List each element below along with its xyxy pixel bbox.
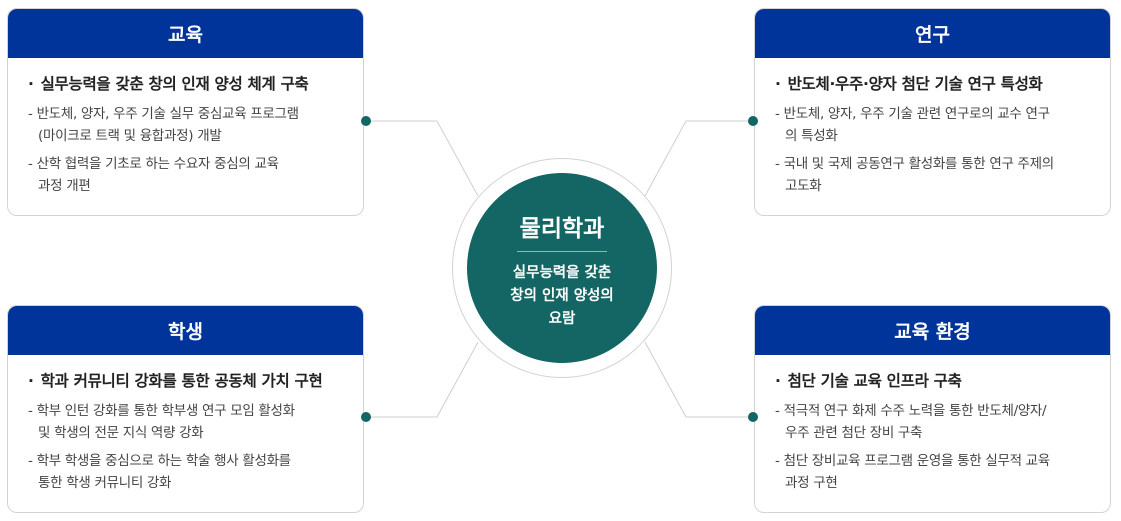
dot-icon (748, 412, 758, 422)
card-item: 산학 협력을 기초로 하는 수요자 중심의 교육 과정 개편 (28, 153, 349, 197)
card-item: 국내 및 국제 공동연구 활성화를 통한 연구 주제의 고도화 (775, 153, 1096, 197)
card-main-point: 첨단 기술 교육 인프라 구축 (775, 369, 1096, 391)
card-item: 반도체, 양자, 우주 기술 관련 연구로의 교수 연구 의 특성화 (775, 103, 1096, 147)
card-item: 적극적 연구 화제 수주 노력을 통한 반도체/양자/ 우주 관련 첨단 장비 … (775, 400, 1096, 444)
card-main-point: 실무능력을 갖춘 창의 인재 양성 체계 구축 (28, 72, 349, 94)
card-research: 연구 반도체·우주·양자 첨단 기술 연구 특성화 반도체, 양자, 우주 기술… (754, 8, 1111, 216)
card-title: 학생 (8, 306, 363, 355)
connector-education (366, 120, 479, 197)
card-main-point: 학과 커뮤니티 강화를 통한 공동체 가치 구현 (28, 369, 349, 391)
card-main-point: 반도체·우주·양자 첨단 기술 연구 특성화 (775, 72, 1096, 94)
card-title: 교육 환경 (755, 306, 1110, 355)
card-title: 연구 (755, 9, 1110, 58)
center-divider (517, 251, 607, 252)
card-title: 교육 (8, 9, 363, 58)
connector-environment (644, 341, 753, 418)
dot-icon (748, 116, 758, 126)
connector-research (644, 120, 753, 197)
card-item: 반도체, 양자, 우주 기술 실무 중심교육 프로그램 (마이크로 트랙 및 융… (28, 103, 349, 147)
card-item: 학부 인턴 강화를 통한 학부생 연구 모임 활성화 및 학생의 전문 지식 역… (28, 400, 349, 444)
center-circle: 물리학과 실무능력을 갖춘 창의 인재 양성의 요람 (467, 173, 657, 363)
card-education: 교육 실무능력을 갖춘 창의 인재 양성 체계 구축 반도체, 양자, 우주 기… (7, 8, 364, 216)
center-subtitle: 실무능력을 갖춘 창의 인재 양성의 요람 (510, 265, 614, 327)
card-students: 학생 학과 커뮤니티 강화를 통한 공동체 가치 구현 학부 인턴 강화를 통한… (7, 305, 364, 513)
card-environment: 교육 환경 첨단 기술 교육 인프라 구축 적극적 연구 화제 수주 노력을 통… (754, 305, 1111, 513)
card-item: 학부 학생을 중심으로 하는 학술 행사 활성화를 통한 학생 커뮤니티 강화 (28, 450, 349, 494)
connector-students (366, 341, 479, 418)
center-title: 물리학과 (519, 216, 605, 242)
dot-icon (361, 412, 371, 422)
card-item: 첨단 장비교육 프로그램 운영을 통한 실무적 교육 과정 구현 (775, 450, 1096, 494)
dot-icon (361, 116, 371, 126)
